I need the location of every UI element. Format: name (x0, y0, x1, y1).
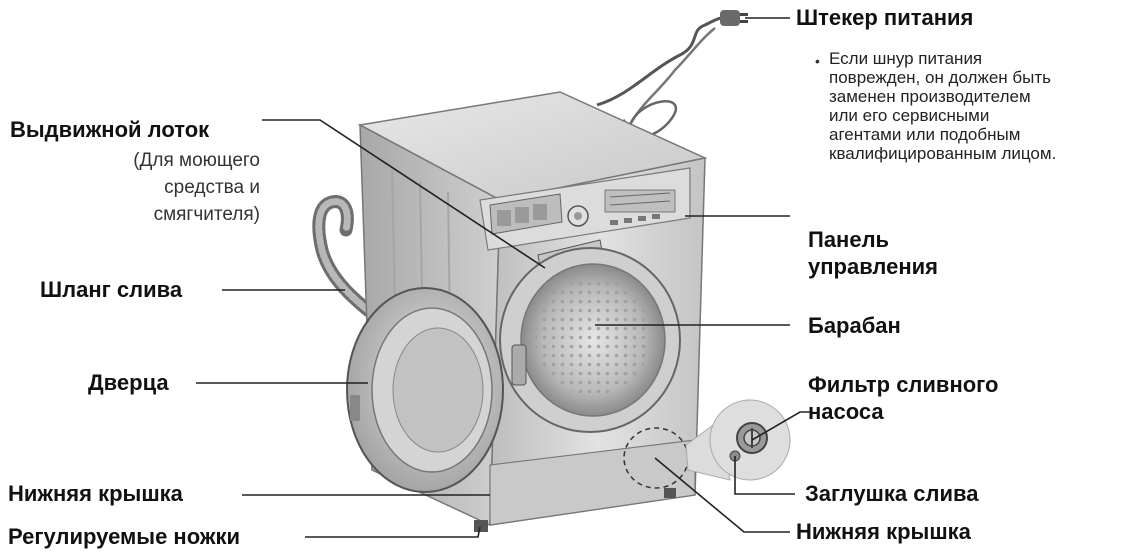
power-note-line: агентами или подобным (829, 125, 1020, 144)
door-hinge (512, 345, 526, 385)
label-control-panel-line: управления (808, 253, 938, 281)
tray-sub-line: (Для моющего (76, 148, 260, 174)
label-tray: Выдвижной лоток (10, 116, 209, 144)
label-bottom-cover-right: Нижняя крышка (796, 518, 971, 546)
label-power-plug: Штекер питания (796, 4, 973, 32)
door (347, 288, 503, 492)
power-note-line: поврежден, он должен быть (829, 68, 1051, 87)
label-drain-hose: Шланг слива (40, 276, 182, 304)
label-drum: Барабан (808, 312, 901, 340)
bullet-icon: • (815, 53, 820, 69)
label-bottom-cover-left: Нижняя крышка (8, 480, 183, 508)
tray-sub-line: смягчителя) (76, 202, 260, 228)
power-note-line: заменен производителем (829, 87, 1031, 106)
power-plug-icon (720, 10, 748, 26)
label-control-panel-line: Панель (808, 226, 889, 254)
tray-sub-line: средства и (76, 175, 260, 201)
label-pump-filter-line: насоса (808, 398, 884, 426)
label-door: Дверца (88, 369, 169, 397)
label-adjustable-feet: Регулируемые ножки (8, 523, 240, 551)
label-drain-plug: Заглушка слива (805, 480, 978, 508)
power-note-line: или его сервисными (829, 106, 989, 125)
drum (500, 248, 680, 432)
leader-adjustable-feet (305, 527, 480, 537)
power-note-line: Если шнур питания (829, 49, 982, 68)
label-pump-filter-line: Фильтр сливного (808, 371, 999, 399)
power-note-line: квалифицированным лицом. (829, 144, 1056, 163)
